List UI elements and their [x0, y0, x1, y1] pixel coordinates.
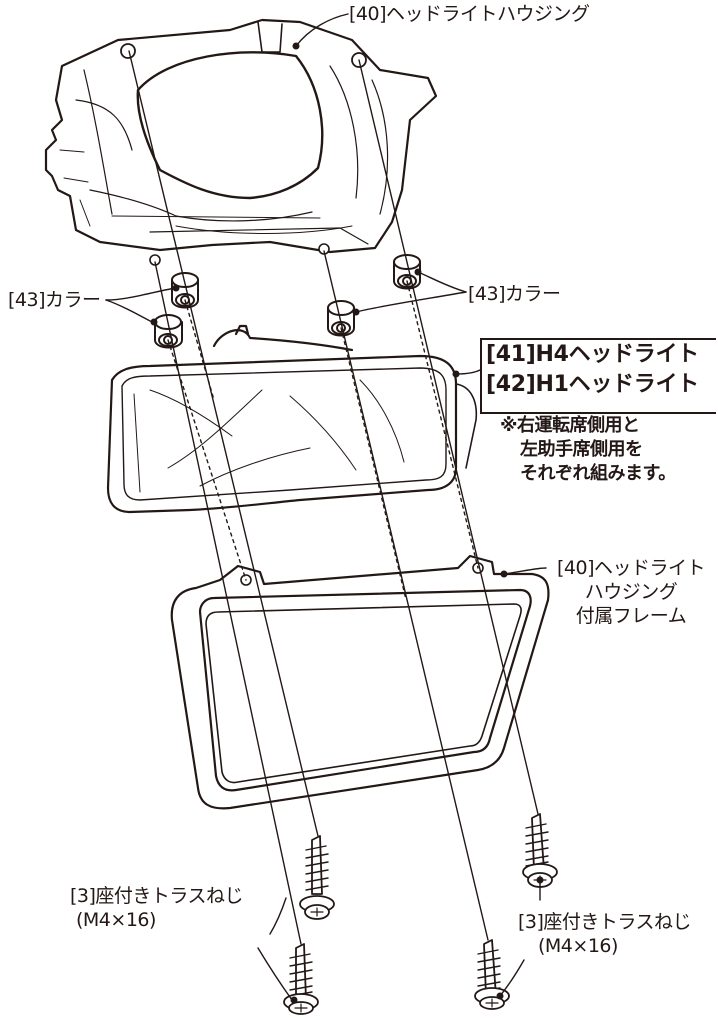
leader-lines	[105, 13, 547, 1001]
note-line-1: ※右運転席側用と	[500, 415, 640, 436]
label-screw-right: [3]座付きトラスねじ (M4×16)	[518, 910, 692, 958]
collar-left-upper	[171, 272, 199, 309]
note-line-2: 左助手席側用を	[520, 439, 643, 460]
collar-right-upper	[393, 254, 421, 290]
frame-line-3: 付属フレーム	[575, 605, 687, 627]
label-housing: [40]ヘッドライトハウジング	[349, 3, 590, 25]
housing-frame	[170, 554, 550, 810]
headlight-housing	[44, 18, 438, 266]
label-headlight-h4: [41]H4ヘッドライト	[486, 342, 699, 367]
screw-lower-left	[283, 943, 319, 1015]
label-collar-right: [43]カラー	[468, 283, 561, 305]
label-headlight-h1: [42]H1ヘッドライト	[486, 372, 699, 397]
frame-line-2: ハウジング	[584, 581, 678, 603]
label-frame: [40]ヘッドライト ハウジング 付属フレーム	[548, 556, 714, 628]
assembly-lines	[128, 50, 539, 945]
screw-upper-left	[299, 835, 335, 920]
screw-right-line-1: [3]座付きトラスねじ	[518, 911, 692, 933]
frame-line-1: [40]ヘッドライト	[556, 557, 706, 579]
screw-right-line-2: (M4×16)	[538, 935, 618, 957]
label-screw-left: [3]座付きトラスねじ (M4×16)	[70, 884, 244, 932]
label-collar-left: [43]カラー	[8, 289, 101, 311]
screw-upper-right	[522, 813, 558, 888]
headlight-label-box: [41]H4ヘッドライト [42]H1ヘッドライト	[480, 338, 716, 414]
screw-left-line-1: [3]座付きトラスねじ	[70, 885, 244, 907]
screw-lower-right	[474, 939, 510, 1010]
assembly-note: ※右運転席側用と 左助手席側用を それぞれ組みます。	[500, 414, 676, 486]
screw-left-line-2: (M4×16)	[76, 909, 156, 931]
note-line-3: それぞれ組みます。	[520, 463, 676, 484]
headlight-unit	[106, 324, 478, 514]
